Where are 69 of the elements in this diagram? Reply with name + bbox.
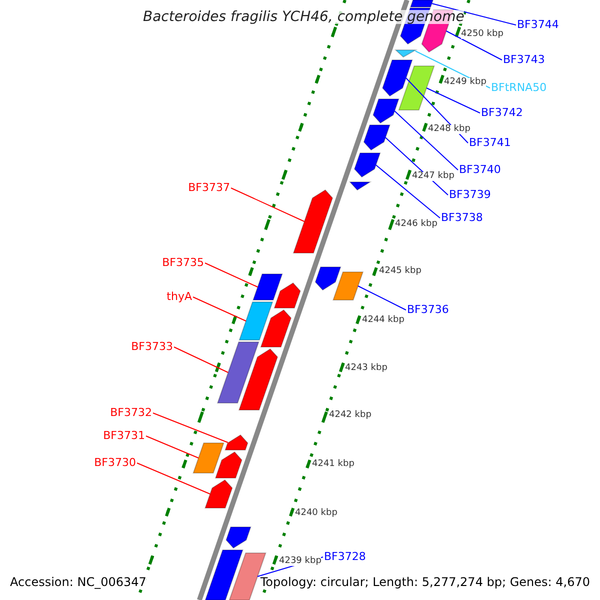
gene-feature xyxy=(192,442,224,474)
scale-label: 4245 kbp xyxy=(379,267,422,276)
genome-summary-text: Topology: circular; Length: 5,277,274 bp; Genes: 4,670 xyxy=(260,576,590,588)
gene-feature xyxy=(214,451,242,478)
gene-feature xyxy=(260,309,292,348)
gene-feature xyxy=(204,550,244,600)
gene-feature xyxy=(398,66,435,110)
gene-label: BF3735 xyxy=(162,257,204,268)
leader-line xyxy=(375,164,440,218)
gene-feature xyxy=(354,152,381,178)
gene-label: BF3731 xyxy=(103,430,145,441)
gene-feature xyxy=(204,479,233,508)
gene-label: BF3732 xyxy=(110,407,152,418)
scale-label: 4240 kbp xyxy=(295,509,338,518)
title: Bacteroides fragilis YCH46, complete genome xyxy=(143,10,464,24)
gene-feature xyxy=(382,60,413,97)
scale-label: 4246 kbp xyxy=(395,220,438,229)
leader-line xyxy=(431,3,516,26)
gene-feature xyxy=(292,189,334,254)
gene-label: BF3744 xyxy=(517,19,559,30)
gene-feature xyxy=(394,50,418,58)
gene-label: BF3728 xyxy=(324,551,366,562)
gene-feature xyxy=(226,526,252,549)
gene-feature xyxy=(224,434,248,450)
gene-label: BFtRNA50 xyxy=(491,82,547,93)
leader-line xyxy=(446,30,502,60)
leader-line xyxy=(358,286,406,310)
scale-label: 4248 kbp xyxy=(428,125,470,134)
gene-label: thyA xyxy=(166,291,192,302)
gene-feature xyxy=(274,282,301,308)
leader-line xyxy=(204,262,258,288)
leader-line xyxy=(192,296,246,322)
gene-label: BF3737 xyxy=(188,182,230,193)
gene-feature xyxy=(238,302,274,340)
leader-line xyxy=(394,110,458,170)
gene-label: BF3740 xyxy=(459,164,501,175)
scale-label: 4250 kbp xyxy=(461,30,504,39)
scale-label: 4241 kbp xyxy=(312,460,354,469)
gene-feature xyxy=(252,274,283,300)
gene-feature xyxy=(363,124,390,151)
gene-feature xyxy=(314,266,342,291)
gene-label: BF3741 xyxy=(469,137,511,148)
leader-line xyxy=(406,78,468,144)
leader-line xyxy=(426,88,480,114)
scale-label: 4242 kbp xyxy=(329,411,372,420)
gene-feature xyxy=(238,348,278,410)
gene-label: BF3736 xyxy=(407,304,449,315)
gene-label: BF3738 xyxy=(441,212,483,223)
gene-label: BF3730 xyxy=(94,457,136,468)
leader-line xyxy=(230,188,305,222)
leader-line xyxy=(136,462,211,494)
gene-feature xyxy=(348,182,370,191)
gene-feature xyxy=(332,272,364,300)
scale-label: 4243 kbp xyxy=(345,364,388,373)
gene-label: BF3739 xyxy=(449,189,491,200)
scale-label: 4249 kbp xyxy=(444,78,486,87)
accession-text: Accession: NC_006347 xyxy=(10,576,146,588)
gene-label: BF3742 xyxy=(481,107,523,118)
scale-label: 4244 kbp xyxy=(362,316,404,325)
leader-line xyxy=(146,436,200,458)
scale-label: 4239 kbp xyxy=(279,557,322,566)
leader-line xyxy=(174,346,229,373)
gene-feature xyxy=(216,342,260,404)
gene-feature xyxy=(372,98,400,124)
leader-line xyxy=(152,412,228,443)
gene-label: BF3733 xyxy=(131,341,173,352)
gene-label: BF3743 xyxy=(503,54,545,65)
scale-label: 4247 kbp xyxy=(412,172,454,181)
leader-line xyxy=(384,137,448,196)
